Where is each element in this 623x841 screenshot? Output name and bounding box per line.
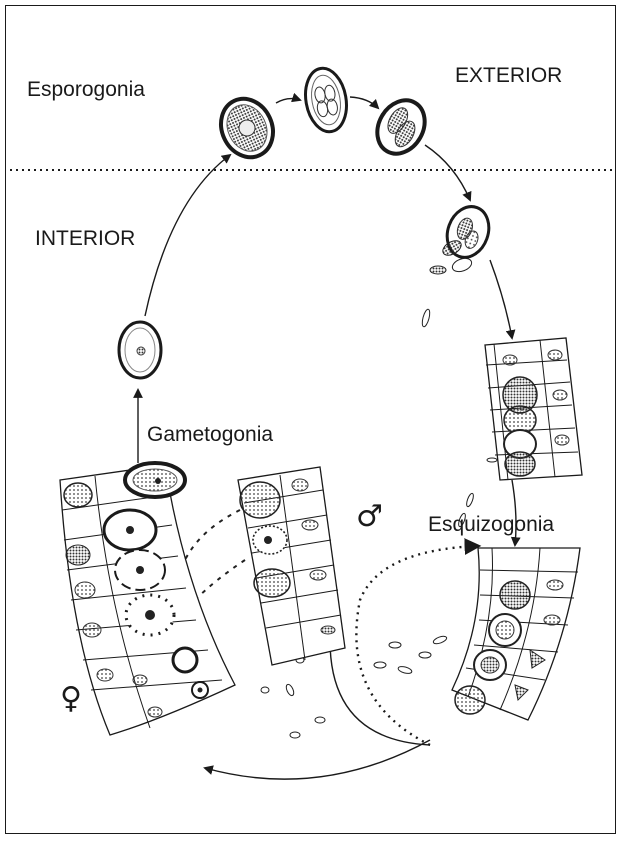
arrow-to-schizogony <box>490 260 512 338</box>
microgamete-trail-2 <box>195 560 245 600</box>
arrow-to-female <box>205 740 430 779</box>
oocyst-sporulated <box>368 92 434 162</box>
label-gametogonia: Gametogonia <box>147 424 273 445</box>
arrow-sporogony-2 <box>350 97 378 108</box>
epithelium-middle-male <box>238 467 345 665</box>
oocyst-sporulating <box>301 65 352 135</box>
label-esporogonia: Esporogonia <box>27 79 145 100</box>
epithelium-left-female <box>60 465 235 735</box>
label-esquizogonia: Esquizogonia <box>428 514 554 535</box>
arrow-to-male <box>330 640 430 745</box>
epithelium-right-upper <box>485 338 582 480</box>
oocyst-shed <box>119 322 161 378</box>
arrow-sporogony-1 <box>276 99 300 103</box>
male-symbol: ♂ <box>356 502 383 532</box>
zygote-oocyst-forming <box>125 463 185 497</box>
arrow-to-sporogony <box>145 155 230 316</box>
label-interior: INTERIOR <box>35 228 135 249</box>
microgamete-trail-1 <box>185 510 240 560</box>
arrow-reinfection-dotted <box>356 546 478 745</box>
female-symbol: ♀ <box>60 684 82 714</box>
epithelium-right-lower <box>452 548 580 720</box>
arrow-to-excystation <box>425 145 470 200</box>
oocyst-unsporulated <box>212 90 283 166</box>
label-exterior: EXTERIOR <box>455 65 562 86</box>
